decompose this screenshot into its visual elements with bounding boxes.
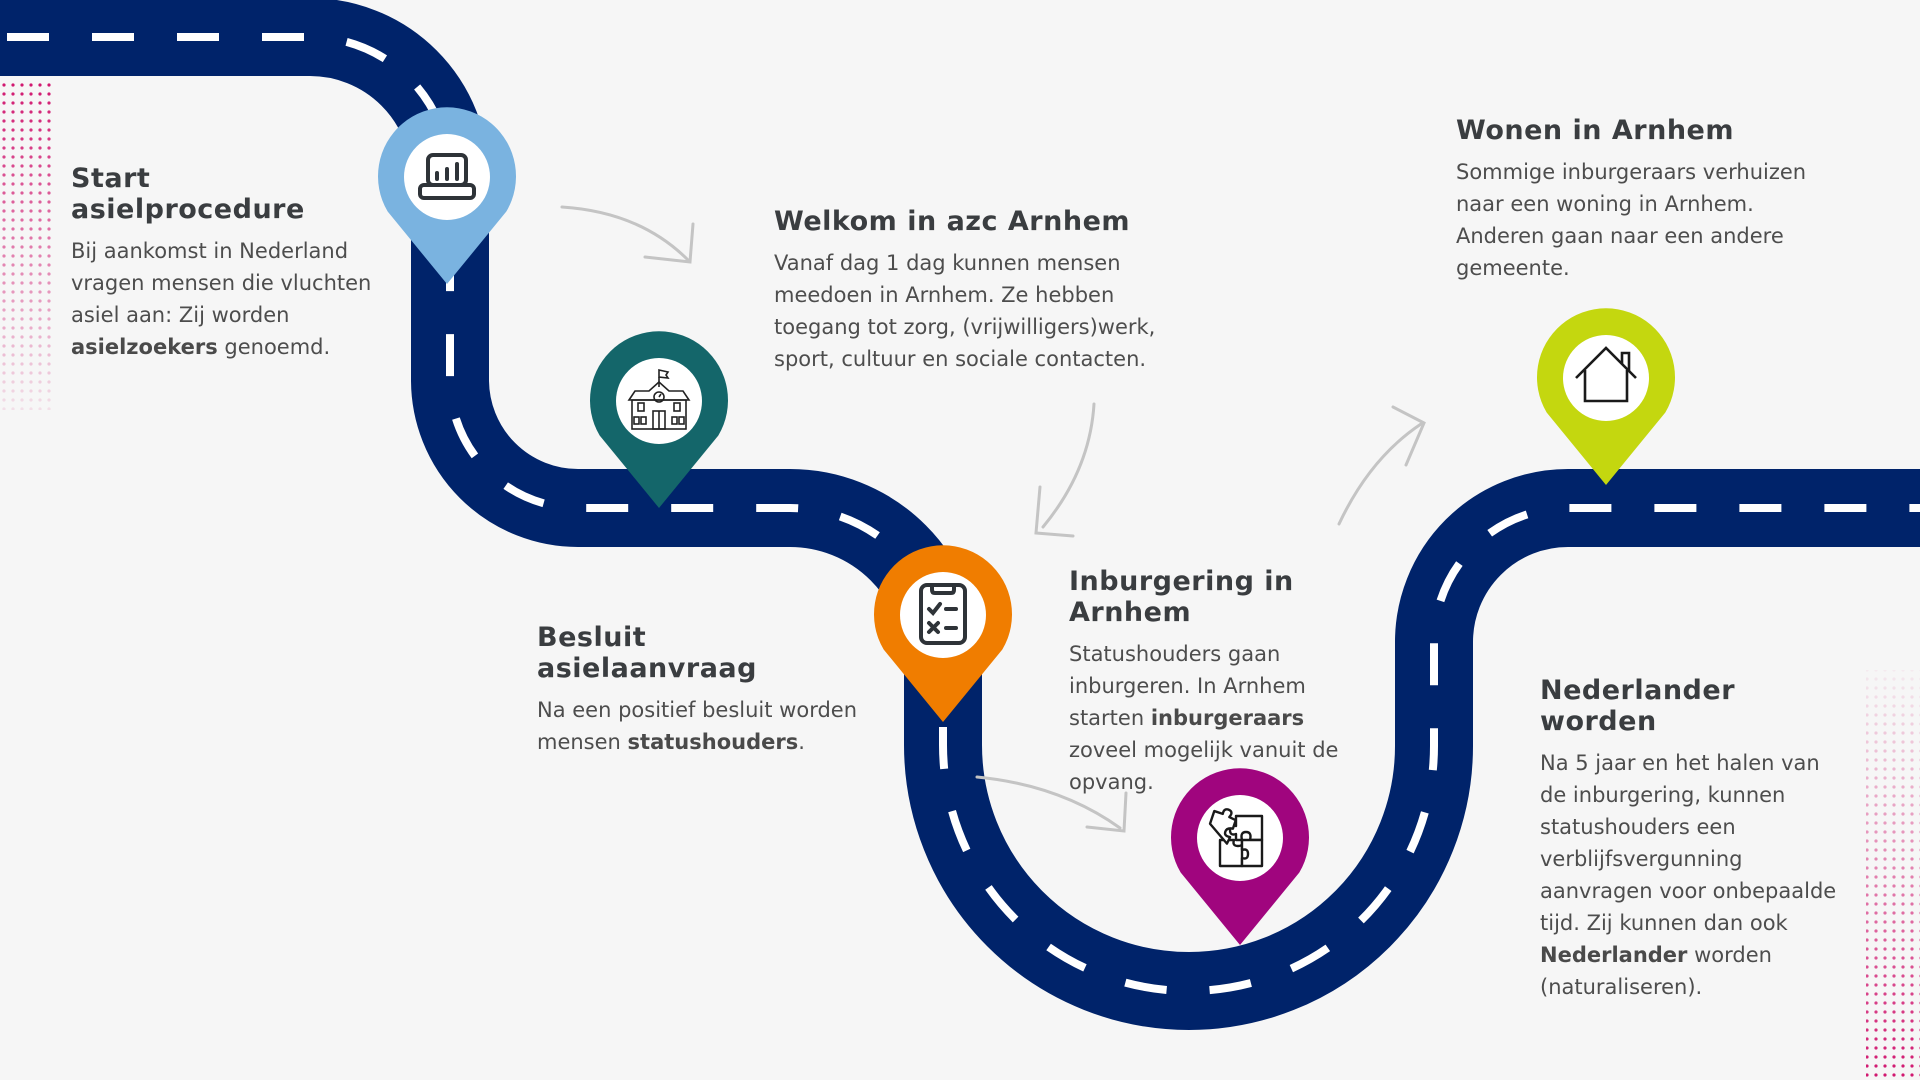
map-pin-start bbox=[378, 107, 517, 285]
map-pin-welkom bbox=[590, 331, 729, 508]
step-inburgering: Inburgering in Arnhem Statushouders gaan… bbox=[1069, 566, 1399, 798]
school-building-icon bbox=[627, 369, 691, 430]
checklist-clipboard-icon bbox=[919, 583, 967, 645]
step-body: Na een positief besluit worden mensen st… bbox=[537, 694, 867, 758]
step-title: Besluit asielaanvraag bbox=[537, 622, 757, 684]
body-text: genoemd. bbox=[217, 335, 331, 359]
map-pin-wonen bbox=[1537, 308, 1675, 485]
highlighted-term: Nederlander bbox=[1540, 943, 1688, 967]
arrow-welkom-to-besluit bbox=[1034, 402, 1096, 538]
step-body: Statushouders gaan inburgeren. In Arnhem… bbox=[1069, 638, 1349, 798]
map-pin-besluit bbox=[874, 545, 1013, 722]
step-nederlander: Nederlander worden Na 5 jaar en het hale… bbox=[1540, 675, 1850, 1003]
laptop-chart-icon bbox=[418, 153, 476, 200]
step-besluit: Besluit asielaanvraag Na een positief be… bbox=[537, 622, 867, 758]
step-title: Start asielprocedure bbox=[71, 163, 305, 225]
highlighted-term: inburgeraars bbox=[1150, 706, 1305, 730]
arrow-start-to-welkom bbox=[560, 205, 695, 264]
highlighted-term: asielzoekers bbox=[71, 335, 218, 359]
pin-icon-background bbox=[616, 358, 702, 444]
step-body: Bij aankomst in Nederland vragen mensen … bbox=[71, 235, 391, 363]
dot-pattern-right bbox=[1866, 670, 1920, 1080]
step-body: Vanaf dag 1 dag kunnen mensen meedoen in… bbox=[774, 247, 1174, 375]
arrow-besluit-to-inburgering bbox=[975, 775, 1128, 833]
body-text: Bij aankomst in Nederland vragen mensen … bbox=[71, 239, 372, 327]
highlighted-term: statushouders bbox=[627, 730, 799, 754]
body-text: zoveel mogelijk vanuit de opvang. bbox=[1069, 738, 1339, 794]
step-body: Na 5 jaar en het halen van de inburgerin… bbox=[1540, 747, 1850, 1003]
step-title: Welkom in azc Arnhem bbox=[774, 206, 1131, 237]
step-wonen: Wonen in Arnhem Sommige inburgeraars ver… bbox=[1456, 115, 1816, 284]
body-text: Vanaf dag 1 dag kunnen mensen meedoen in… bbox=[774, 251, 1156, 371]
step-start: Start asielprocedure Bij aankomst in Ned… bbox=[71, 163, 391, 363]
step-welkom: Welkom in azc Arnhem Vanaf dag 1 dag kun… bbox=[774, 206, 1174, 375]
puzzle-pieces-icon bbox=[1208, 808, 1264, 868]
body-text: worden (naturaliseren). bbox=[1540, 943, 1772, 999]
step-body: Sommige inburgeraars verhuizen naar een … bbox=[1456, 156, 1816, 284]
body-text: . bbox=[798, 730, 805, 754]
step-title: Wonen in Arnhem bbox=[1456, 115, 1735, 146]
body-text: Statushouders gaan inburgeren. In Arnhem… bbox=[1069, 642, 1306, 730]
road-center-line bbox=[0, 33, 1920, 996]
step-title: Nederlander worden bbox=[1540, 675, 1736, 737]
body-text: Sommige inburgeraars verhuizen naar een … bbox=[1456, 160, 1807, 280]
arrow-inburgering-to-wonen bbox=[1337, 405, 1426, 526]
body-text: Na een positief besluit worden mensen bbox=[537, 698, 858, 754]
step-title: Inburgering in Arnhem bbox=[1069, 566, 1294, 628]
body-text: Na 5 jaar en het halen van de inburgerin… bbox=[1540, 751, 1837, 935]
map-pin-inburgering bbox=[1171, 768, 1309, 945]
house-icon bbox=[1575, 346, 1637, 403]
